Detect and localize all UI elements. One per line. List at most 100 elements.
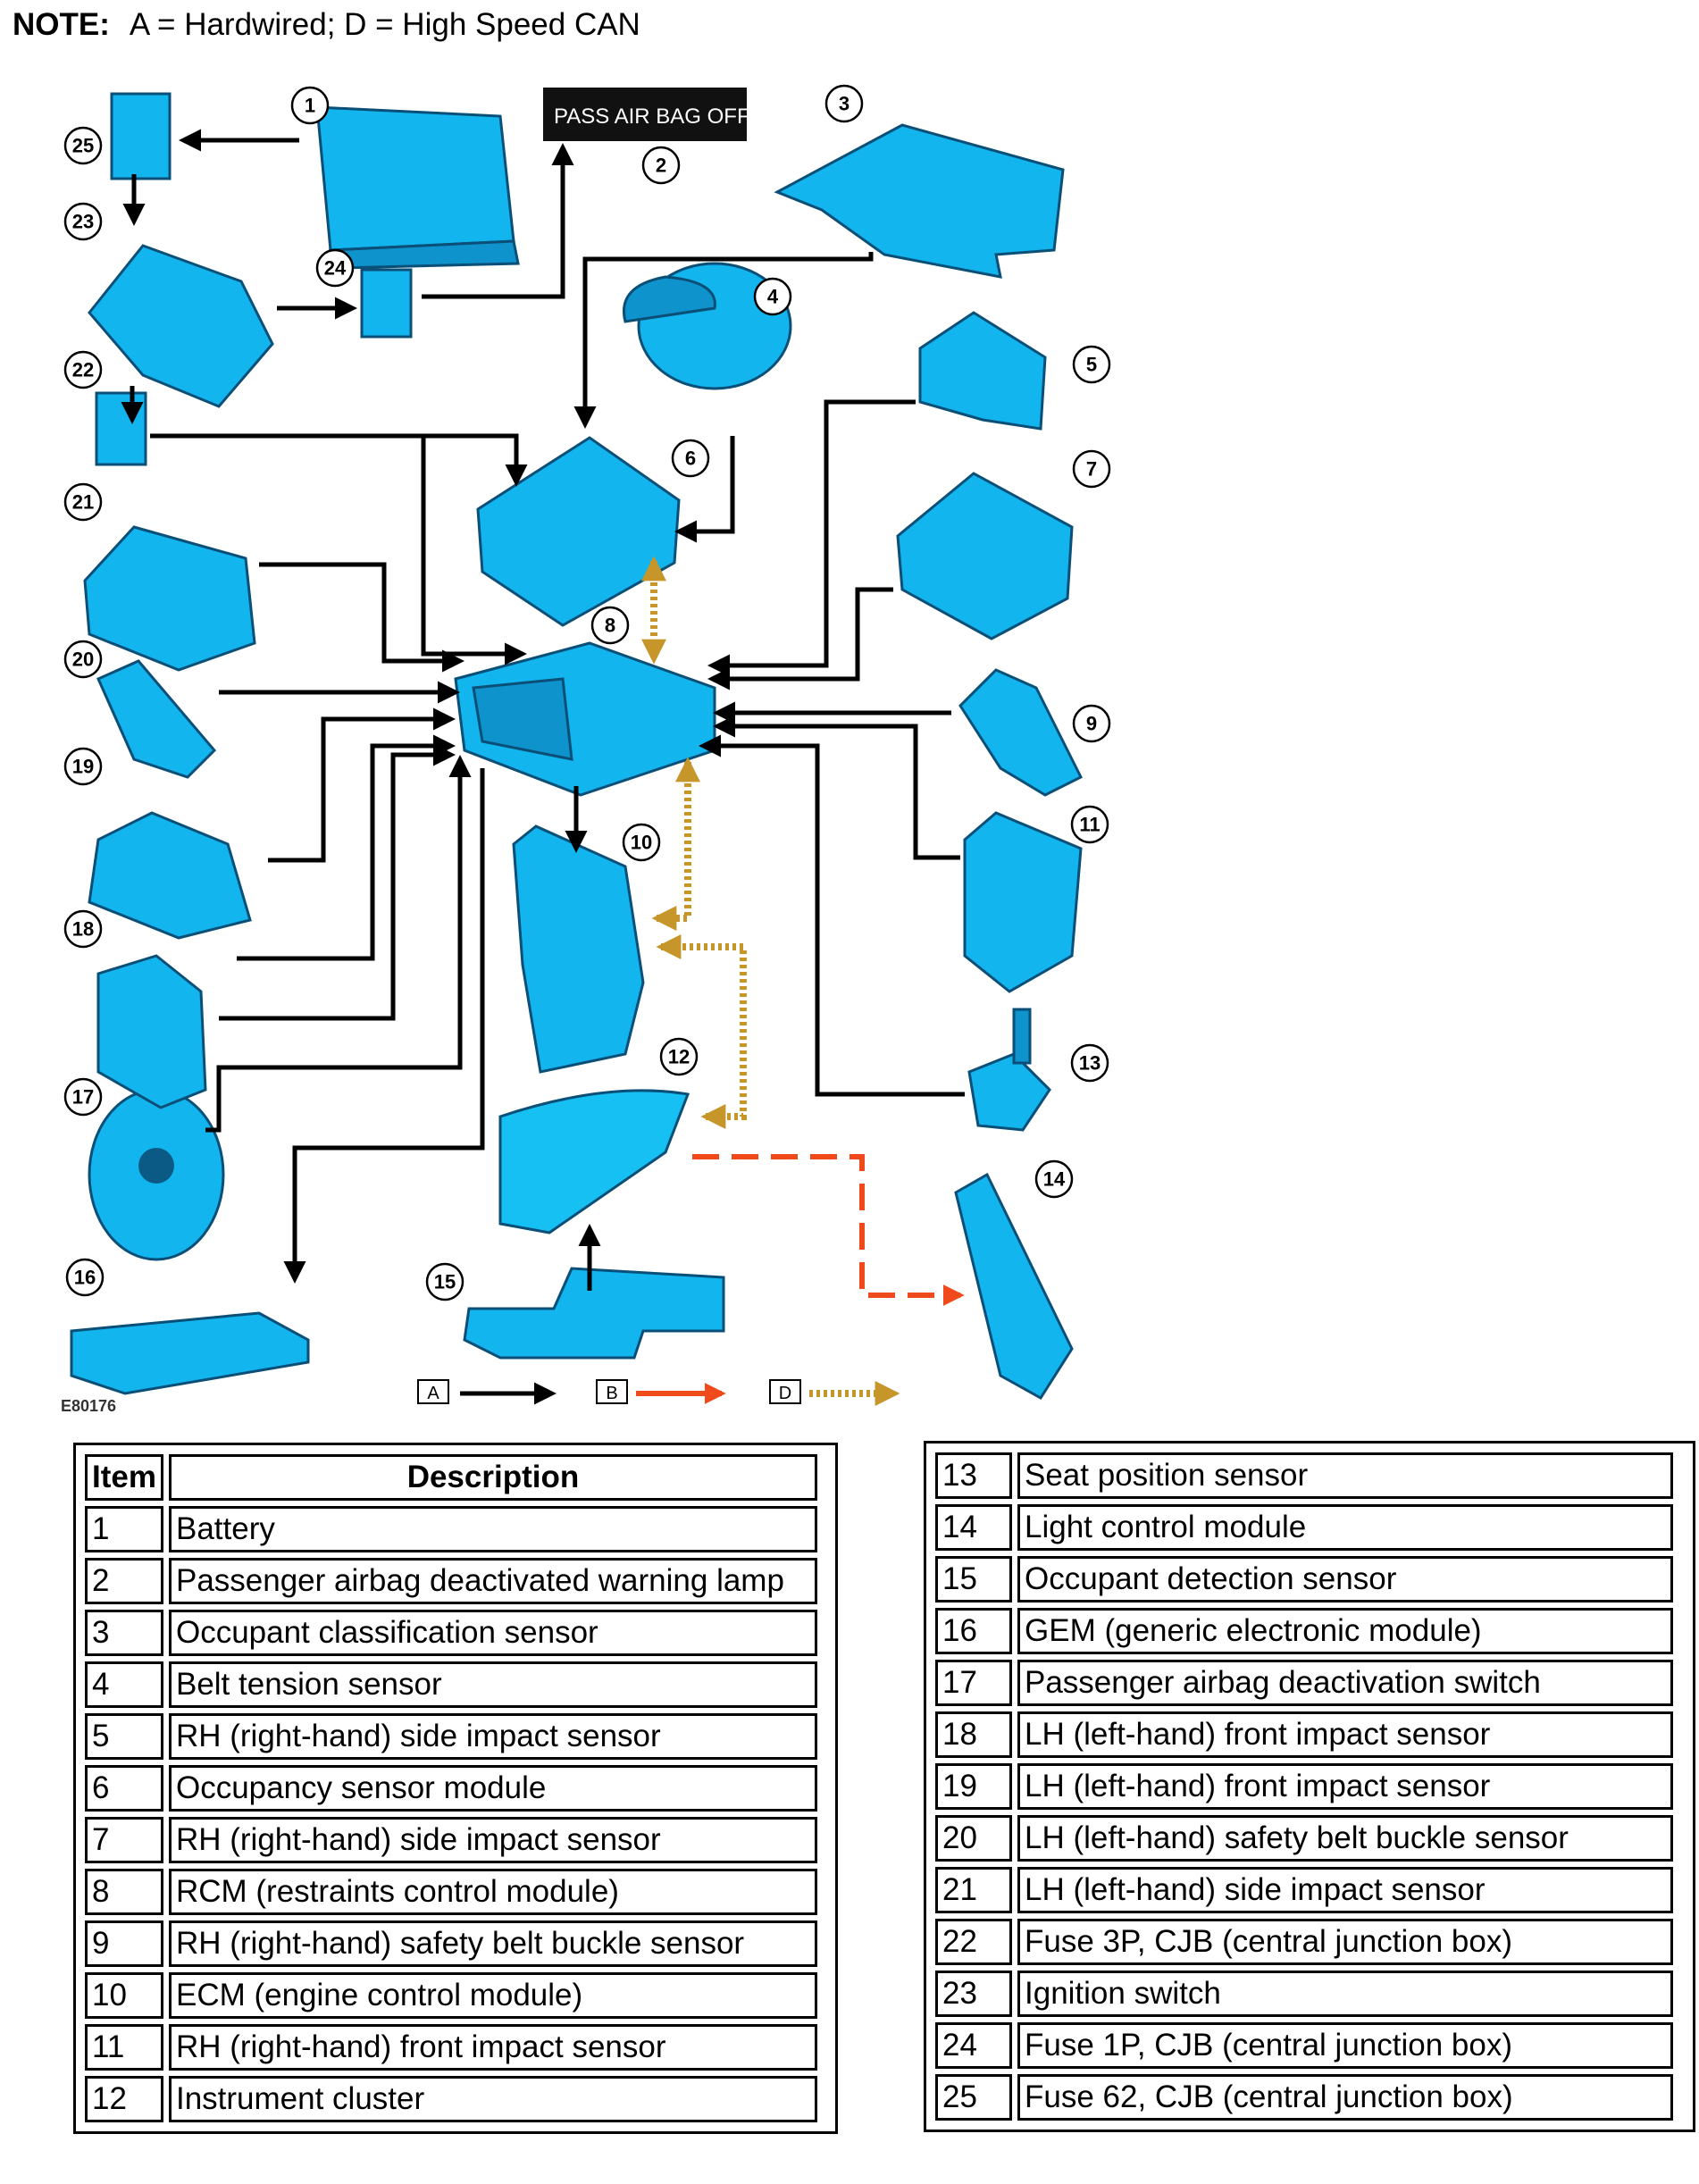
- svg-text:7: 7: [1086, 458, 1097, 481]
- svg-text:17: 17: [72, 1086, 94, 1109]
- lh-side-impact-sensor: [83, 525, 256, 672]
- svg-text:2: 2: [656, 155, 666, 177]
- svg-text:3: 3: [839, 93, 850, 115]
- callout-10: 10: [622, 823, 661, 862]
- row-description: LH (left-hand) front impact sensor: [1017, 1763, 1673, 1810]
- row-item: 23: [935, 1971, 1012, 2017]
- callout-6: 6: [671, 439, 710, 478]
- callout-4: 4: [753, 277, 792, 316]
- row-description: Belt tension sensor: [168, 1661, 817, 1708]
- svg-text:6: 6: [685, 448, 696, 470]
- callout-14: 14: [1034, 1159, 1074, 1199]
- rcm-module: [454, 641, 716, 797]
- row-item: 12: [85, 2076, 163, 2122]
- row-item: 18: [935, 1711, 1012, 1758]
- rh-buckle-sensor: [958, 668, 1084, 797]
- row-description: ECM (engine control module): [168, 1972, 817, 2019]
- occupant-classification-sensor: [774, 123, 1065, 279]
- row-item: 22: [935, 1919, 1012, 1965]
- svg-text:11: 11: [1079, 814, 1100, 836]
- battery: [315, 105, 520, 270]
- svg-text:8: 8: [605, 615, 615, 637]
- row-description: RCM (restraints control module): [168, 1869, 817, 1915]
- note-text: A = Hardwired; D = High Speed CAN: [129, 7, 640, 42]
- header-description: Description: [168, 1454, 817, 1501]
- row-item: 9: [85, 1920, 163, 1967]
- table-header: Item Description: [85, 1454, 817, 1501]
- row-description: RH (right-hand) front impact sensor: [168, 2024, 817, 2071]
- belt-tension-sensor: [623, 262, 792, 390]
- occupancy-sensor-module: [476, 436, 681, 627]
- airbag-deactivation-switch: [88, 1088, 225, 1261]
- row-description: Seat position sensor: [1017, 1452, 1673, 1499]
- svg-text:5: 5: [1086, 354, 1097, 376]
- svg-text:15: 15: [434, 1271, 456, 1293]
- svg-text:16: 16: [74, 1267, 96, 1289]
- row-item: 20: [935, 1815, 1012, 1862]
- bus-b-connection: [692, 1154, 965, 1306]
- rh-side-impact-sensor-5: [918, 311, 1047, 431]
- ecm-module: [512, 824, 645, 1074]
- row-item: 15: [935, 1556, 1012, 1602]
- callout-19: 19: [63, 747, 103, 786]
- row-item: 17: [935, 1660, 1012, 1706]
- svg-text:1: 1: [305, 95, 315, 117]
- callout-8: 8: [590, 606, 630, 645]
- row-item: 3: [85, 1610, 163, 1656]
- row-item: 5: [85, 1713, 163, 1760]
- row-description: Occupant detection sensor: [1017, 1556, 1673, 1602]
- row-description: Fuse 3P, CJB (central junction box): [1017, 1919, 1673, 1965]
- svg-text:9: 9: [1086, 713, 1097, 735]
- callout-12: 12: [659, 1037, 699, 1076]
- callout-11: 11: [1070, 805, 1109, 844]
- callout-25: 25: [63, 126, 103, 165]
- legend-b-label: B: [606, 1384, 617, 1403]
- callout-3: 3: [824, 84, 864, 123]
- row-description: RH (right-hand) side impact sensor: [168, 1713, 817, 1760]
- svg-text:19: 19: [72, 756, 94, 778]
- figure-code: E80176: [61, 1397, 116, 1415]
- svg-text:13: 13: [1079, 1052, 1101, 1075]
- light-control-module: [954, 1172, 1074, 1400]
- legend-a-label: A: [427, 1384, 439, 1403]
- occupant-detection-sensor: [463, 1267, 725, 1360]
- ignition-switch: [88, 244, 274, 408]
- callout-7: 7: [1072, 449, 1111, 489]
- row-description: Instrument cluster: [168, 2076, 817, 2122]
- lh-buckle-sensor: [96, 659, 217, 779]
- row-description: Fuse 1P, CJB (central junction box): [1017, 2022, 1673, 2069]
- callout-1: 1: [290, 86, 330, 125]
- callout-23: 23: [63, 202, 103, 241]
- row-description: RH (right-hand) safety belt buckle senso…: [168, 1920, 817, 1967]
- callout-2: 2: [641, 146, 681, 185]
- rh-front-impact-sensor: [963, 811, 1083, 993]
- row-item: 13: [935, 1452, 1012, 1499]
- row-item: 7: [85, 1817, 163, 1863]
- row-description: Light control module: [1017, 1504, 1673, 1551]
- callout-18: 18: [63, 909, 103, 949]
- callout-22: 22: [63, 350, 103, 389]
- header-item: Item: [85, 1454, 163, 1501]
- svg-text:24: 24: [324, 257, 347, 280]
- note: NOTE:A = Hardwired; D = High Speed CAN: [13, 7, 640, 43]
- callout-16: 16: [65, 1258, 105, 1297]
- svg-text:18: 18: [72, 918, 94, 941]
